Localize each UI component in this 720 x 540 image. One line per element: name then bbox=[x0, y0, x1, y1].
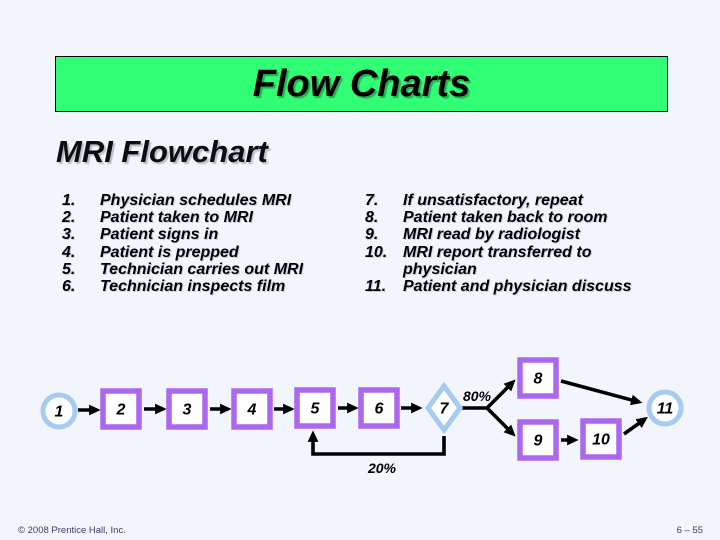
list-item-text: Technician inspects film bbox=[100, 278, 286, 296]
terminator-circle bbox=[40, 392, 78, 430]
decision-diamond bbox=[424, 381, 464, 435]
copyright-text: © 2008 Prentice Hall, Inc. bbox=[18, 525, 126, 536]
list-item: 5. Technician carries out MRI bbox=[62, 261, 362, 278]
list-item-text: Patient and physician discuss bbox=[403, 278, 632, 296]
list-item-number: 9. bbox=[365, 226, 379, 244]
process-square bbox=[100, 388, 142, 430]
flowchart-node-label: 2 bbox=[116, 402, 126, 419]
list-item-number: 1. bbox=[62, 192, 76, 209]
list-item-text: Patient signs in bbox=[100, 226, 219, 244]
list-item: 8. Patient taken back to room bbox=[365, 209, 665, 226]
list-item: 9. MRI read by radiologist bbox=[365, 226, 665, 243]
list-item-text: Patient taken to MRI bbox=[100, 209, 253, 227]
list-item-text: If unsatisfactory, repeat bbox=[403, 192, 583, 209]
flowchart-node-6: 6 bbox=[358, 387, 400, 429]
steps-list-left: 1. Physician schedules MRI 2. Patient taken… bbox=[62, 192, 362, 295]
list-item: 11. Patient and physician discuss bbox=[365, 278, 665, 295]
flowchart-node-label: 3 bbox=[183, 402, 192, 419]
list-item-text: MRI report transferred to physician bbox=[403, 243, 592, 278]
list-item-number: 7. bbox=[365, 192, 379, 209]
list-item-number: 3. bbox=[62, 226, 76, 244]
flowchart-node-9: 9 bbox=[517, 419, 559, 461]
list-item: 6. Technician inspects film bbox=[62, 278, 362, 295]
flowchart-node-label: 10 bbox=[592, 432, 610, 449]
flowchart-node-7: 7 bbox=[424, 381, 464, 435]
process-square bbox=[231, 388, 273, 430]
flowchart-node-3: 3 bbox=[166, 388, 208, 430]
flowchart-arrow bbox=[485, 379, 516, 410]
flowchart-node-5: 5 bbox=[294, 387, 336, 429]
list-item: 3. Patient signs in bbox=[62, 226, 362, 243]
flowchart-feedback-arrow bbox=[307, 430, 446, 456]
list-item-number: 6. bbox=[62, 278, 76, 296]
slide-subtitle: MRI Flowchart bbox=[56, 134, 268, 169]
flowchart-node-label: 1 bbox=[55, 404, 64, 421]
flowchart-arrow bbox=[560, 379, 643, 406]
list-item-number: 10. bbox=[365, 243, 388, 261]
list-item-number: 2. bbox=[62, 209, 76, 227]
list-item: 4. Patient is prepped bbox=[62, 244, 362, 261]
page-number: 6 – 55 bbox=[676, 525, 703, 536]
list-item-text: MRI read by radiologist bbox=[403, 226, 580, 244]
flowchart-node-8: 8 bbox=[517, 357, 559, 399]
slide-title-bar: Flow Charts bbox=[55, 56, 668, 112]
flowchart-node-label: 9 bbox=[534, 433, 543, 450]
process-square bbox=[166, 388, 208, 430]
flowchart-node-label: 4 bbox=[247, 402, 257, 419]
terminator-circle bbox=[646, 389, 684, 427]
list-item: 10. MRI report transferred to physician bbox=[365, 244, 665, 278]
list-item-text: Physician schedules MRI bbox=[100, 192, 292, 209]
list-item: 2. Patient taken to MRI bbox=[62, 209, 362, 226]
flowchart-node-10: 10 bbox=[580, 418, 622, 460]
branch-label-20: 20% bbox=[367, 460, 397, 476]
list-item: 1. Physician schedules MRI bbox=[62, 192, 362, 209]
flowchart-node-1: 1 bbox=[40, 392, 78, 430]
process-square bbox=[517, 357, 559, 399]
flowchart-node-label: 7 bbox=[440, 401, 450, 418]
flowchart-node-4: 4 bbox=[231, 388, 273, 430]
branch-label-80: 80% bbox=[463, 388, 492, 404]
list-item: 7. If unsatisfactory, repeat bbox=[365, 192, 665, 209]
flowchart-node-11: 11 bbox=[646, 389, 684, 427]
process-square bbox=[294, 387, 336, 429]
process-square bbox=[580, 418, 622, 460]
list-item-number: 5. bbox=[62, 260, 76, 278]
flowchart-node-label: 8 bbox=[534, 371, 543, 388]
flowchart-arrow bbox=[485, 406, 516, 437]
list-item-number: 8. bbox=[365, 209, 379, 227]
flowchart-node-label: 11 bbox=[657, 401, 674, 418]
list-item-number: 4. bbox=[62, 243, 76, 261]
flowchart-node-label: 6 bbox=[375, 401, 384, 418]
process-square bbox=[358, 387, 400, 429]
list-item-text: Patient taken back to room bbox=[403, 209, 608, 227]
steps-list-right: 7. If unsatisfactory, repeat 8. Patient tak… bbox=[365, 192, 665, 295]
flowchart-node-label: 5 bbox=[311, 401, 321, 418]
list-item-text: Patient is prepped bbox=[100, 243, 239, 261]
slide-title: Flow Charts bbox=[252, 62, 471, 105]
list-item-text: Technician carries out MRI bbox=[100, 260, 304, 278]
flowchart-arrow bbox=[622, 416, 648, 436]
flowchart-node-2: 2 bbox=[100, 388, 142, 430]
list-item-number: 11. bbox=[365, 278, 387, 296]
process-square bbox=[517, 419, 559, 461]
